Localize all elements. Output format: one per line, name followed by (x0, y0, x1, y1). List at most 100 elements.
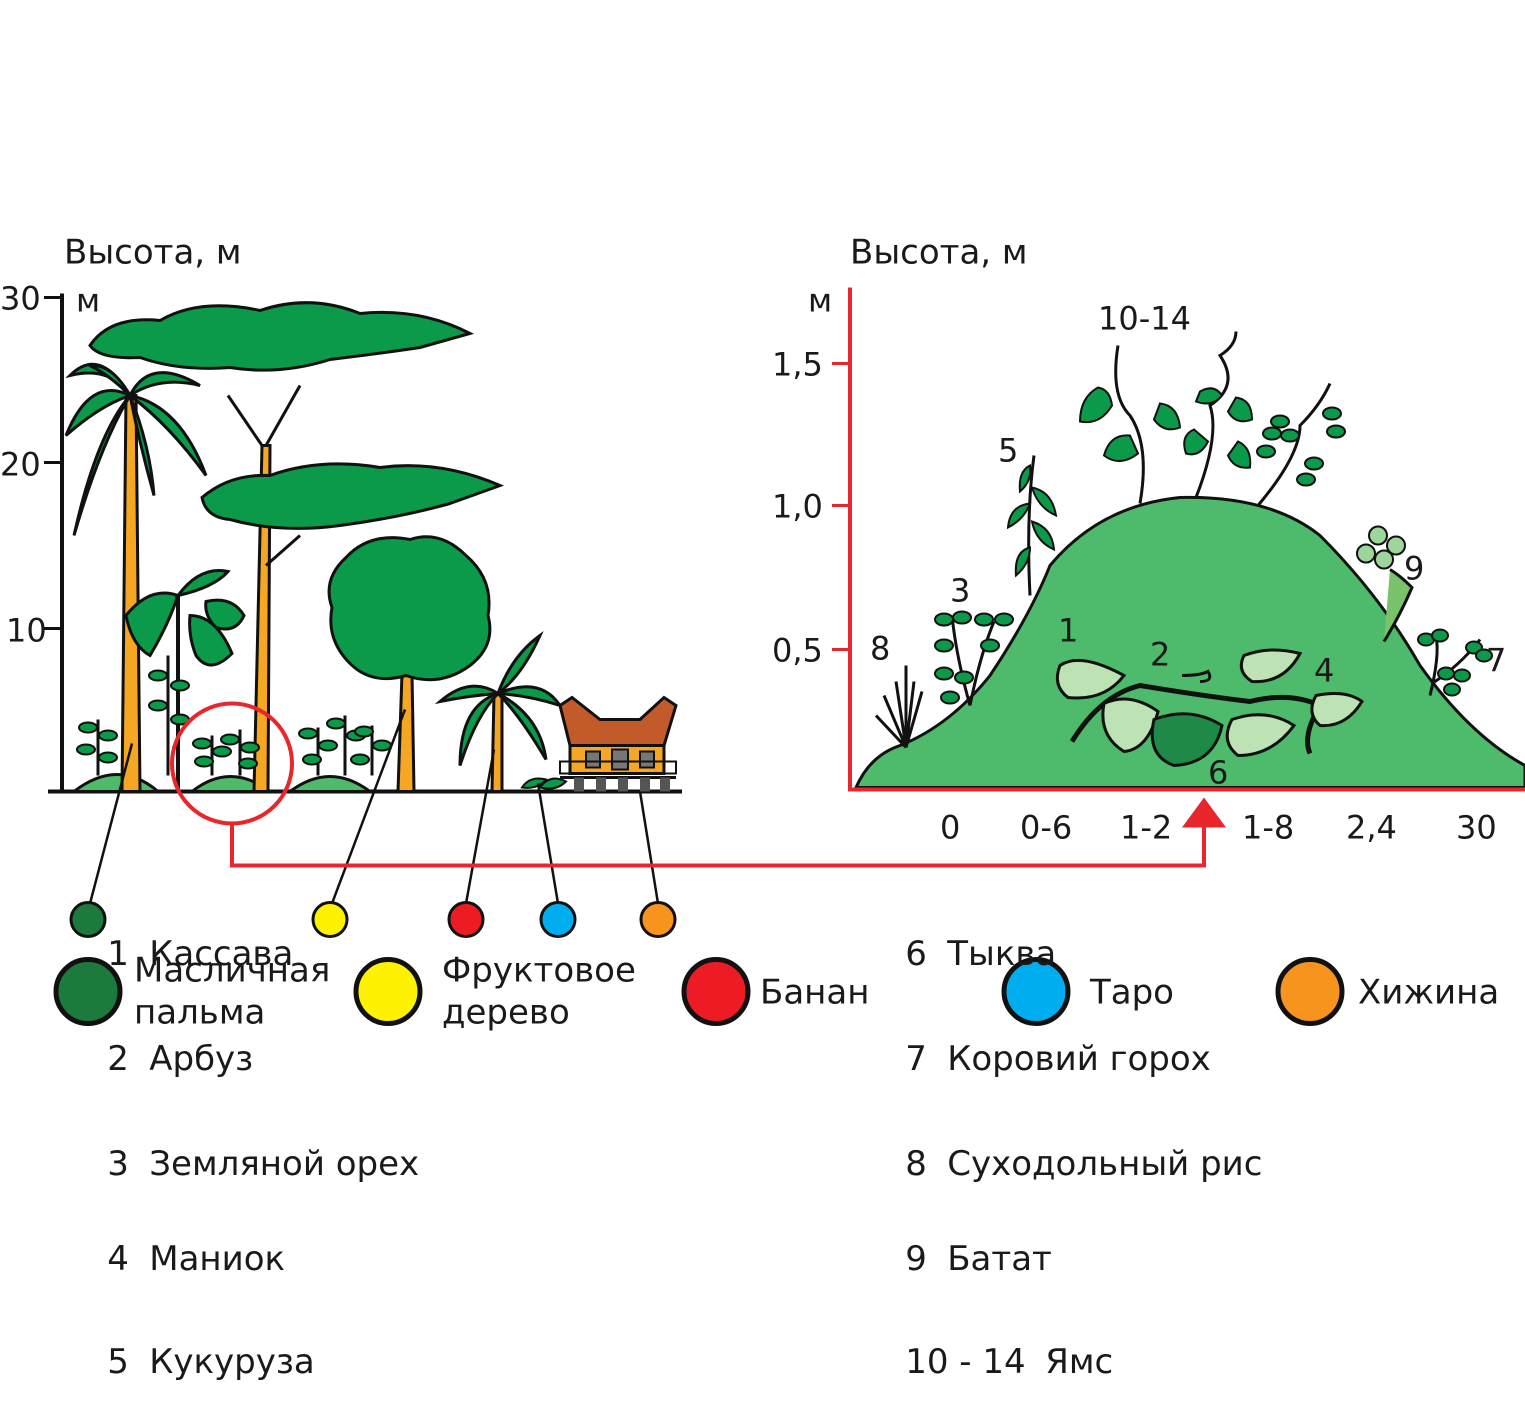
plant-num-10-14: 10-14 (1098, 300, 1191, 338)
hut (558, 695, 678, 792)
legend-swatch-oil-palm (53, 957, 123, 1026)
x-tick-1-8: 1-8 (1242, 809, 1294, 847)
banana-trunk (490, 692, 504, 793)
plant-num-3: 3 (950, 572, 970, 610)
circled-seedlings (192, 729, 260, 776)
sweet-potato-plant (1356, 525, 1414, 643)
plant-num-9: 9 (1404, 550, 1424, 588)
legend-label-hut: Хижина (1358, 973, 1499, 1013)
pointer-dot-taro (539, 901, 577, 938)
x-tick-0: 0 (940, 809, 960, 847)
crop-name: Тыква (947, 934, 1057, 974)
x-tick-1-2: 1-2 (1120, 809, 1172, 847)
legend-label-oil-palm-2: пальма (134, 993, 265, 1033)
crop-num: 8 (905, 1144, 927, 1184)
left-tick-label-10: 10 (6, 612, 47, 650)
left-axis-title: Высота, м (64, 233, 242, 273)
legend-label-banana: Банан (760, 973, 869, 1013)
crop-name: Маниок (149, 1239, 286, 1279)
fruit-tree-trunk (396, 672, 416, 793)
crop-num: 10 - 14 (905, 1342, 1026, 1382)
legend-label-fruit-tree-1: Фруктовое (442, 951, 636, 991)
yam-plants (1078, 331, 1346, 507)
plant-num-2: 2 (1150, 636, 1170, 674)
plant-num-5: 5 (998, 432, 1018, 470)
right-tick-label-15: 1,5 (772, 346, 823, 384)
plant-num-6: 6 (1208, 754, 1228, 792)
agroforestry-diagram: Высота, м 30 20 10 м (0, 233, 1525, 1033)
top-canopy (88, 301, 475, 372)
highlight-circle (170, 701, 294, 826)
crop-name: Коровий горох (947, 1039, 1211, 1079)
oil-palm-trunk (120, 394, 142, 793)
legend-label-taro: Таро (1089, 973, 1174, 1013)
legend: Масличная пальма Фруктовое дерево Банан … (53, 951, 1499, 1033)
pointer-lines (88, 709, 660, 904)
crop-name: Земляной орех (149, 1144, 420, 1184)
right-panel: Высота, м м 1,5 1,0 0,5 0 0-6 1-2 1-8 2,… (772, 233, 1525, 847)
crop-name: Арбуз (149, 1039, 254, 1079)
plant-num-4: 4 (1314, 652, 1334, 690)
cowpea-plant (1417, 628, 1493, 697)
x-tick-0-6: 0-6 (1020, 809, 1072, 847)
right-axis-title: Высота, м (850, 233, 1028, 273)
legend-label-oil-palm-1: Масличная (134, 951, 330, 991)
pointer-dot-fruit-tree (311, 901, 349, 938)
crop-num: 3 (107, 1144, 129, 1184)
crop-item-7: 7 Коровий горох (862, 999, 1211, 1119)
groundnut-plant (934, 610, 1014, 706)
crop-name: Батат (947, 1239, 1052, 1279)
connector-line (230, 823, 1206, 868)
emergent-branches (226, 384, 331, 567)
plant-num-7: 7 (1486, 642, 1506, 680)
left-unit: м (76, 282, 100, 320)
ground-creepers (1055, 648, 1364, 768)
crop-num: 4 (107, 1239, 129, 1279)
fruit-tree-crown (327, 535, 492, 682)
crop-num: 7 (905, 1039, 927, 1079)
legend-swatch-taro (1001, 957, 1071, 1026)
middle-canopy (200, 462, 505, 530)
mound-1 (69, 773, 163, 793)
legend-swatch-hut (1275, 957, 1345, 1026)
crop-name: Ямс (1045, 1342, 1114, 1382)
pointer-dot-hut (639, 901, 677, 938)
crop-item-3: 3 Земляной орех (64, 1104, 419, 1224)
x-tick-30: 30 (1456, 809, 1497, 847)
emergent-trunk (252, 444, 272, 793)
pointer-dot-oil-palm (69, 901, 107, 938)
crop-name: Суходольный рис (947, 1144, 1263, 1184)
pointer-dot-banana (447, 901, 485, 938)
seedlings-left (76, 655, 392, 776)
connector-arrow (1182, 797, 1226, 828)
crop-item-9: 9 Батат (862, 1199, 1052, 1319)
crop-num: 6 (905, 934, 927, 974)
crop-name: Кукуруза (149, 1342, 315, 1382)
right-tick-label-05: 0,5 (772, 632, 823, 670)
taro-ground (520, 777, 568, 790)
crop-num: 9 (905, 1239, 927, 1279)
taro-leaves-left (124, 569, 246, 667)
crop-num: 5 (107, 1342, 129, 1382)
rice-plant (874, 665, 924, 749)
left-tick-label-30: 30 (0, 280, 41, 318)
left-tick-label-20: 20 (0, 446, 41, 484)
banana-leaves (434, 631, 564, 766)
crop-item-4: 4 Маниок (64, 1199, 285, 1319)
legend-swatch-fruit-tree (353, 957, 423, 1026)
crop-item-5: 5 Кукуруза (64, 1302, 315, 1422)
mound (853, 495, 1525, 789)
crop-item-8: 8 Суходольный рис (862, 1104, 1262, 1224)
x-tick-2-4: 2,4 (1346, 809, 1397, 847)
right-tick-label-10: 1,0 (772, 488, 823, 526)
maize-plant (1006, 455, 1058, 596)
legend-swatch-banana (681, 957, 751, 1026)
crop-name: Кассава (149, 934, 294, 974)
right-unit: м (808, 282, 832, 320)
crop-item-6: 6 Тыква (862, 894, 1056, 1014)
oil-palm-crown (64, 362, 208, 536)
left-panel: Высота, м 30 20 10 м (0, 233, 1226, 938)
crop-num: 2 (107, 1039, 129, 1079)
